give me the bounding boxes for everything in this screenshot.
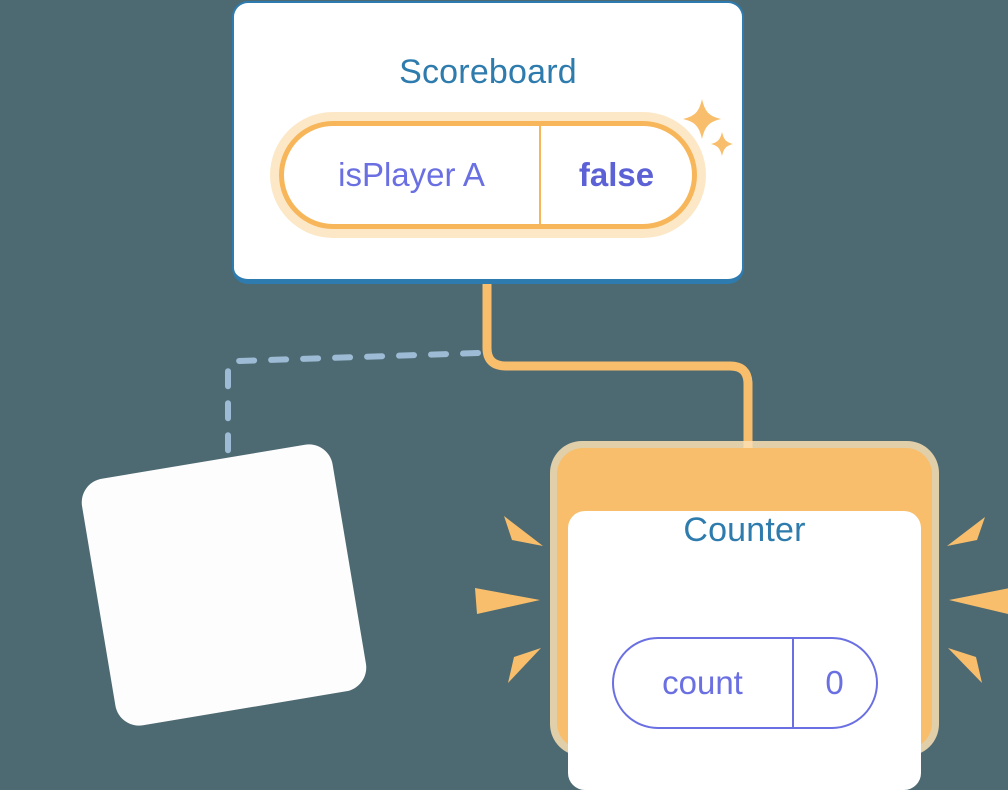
diagram-canvas: Scoreboard isPlayer A false Counter coun… xyxy=(78,1,1008,790)
scoreboard-title: Scoreboard xyxy=(399,53,577,91)
counter-state-key: count xyxy=(614,639,794,727)
counter-title: Counter xyxy=(683,511,806,549)
blank-card[interactable] xyxy=(78,440,370,730)
node-card-scoreboard[interactable]: Scoreboard isPlayer A false xyxy=(232,1,744,284)
scoreboard-state-key: isPlayer A xyxy=(284,126,541,224)
counter-state-pill[interactable]: count 0 xyxy=(611,637,878,729)
counter-state-value: 0 xyxy=(825,664,844,701)
burst-counter-left xyxy=(475,516,543,683)
node-card-counter[interactable]: Counter count 0 xyxy=(557,448,932,790)
scoreboard-state-pill[interactable]: isPlayer A false xyxy=(270,112,706,238)
connector-scoreboard-to-counter xyxy=(482,284,753,460)
scoreboard-state-value: false xyxy=(578,156,655,193)
burst-counter-right xyxy=(947,517,1008,683)
